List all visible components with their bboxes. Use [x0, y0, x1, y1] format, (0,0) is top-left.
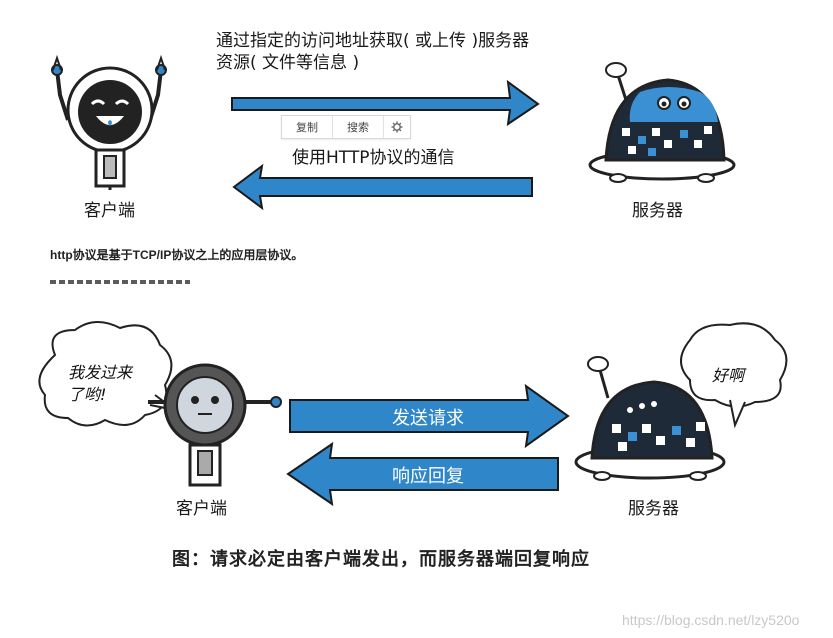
top-client-robot — [51, 54, 167, 190]
top-server-label: 服务器 — [632, 201, 683, 221]
figure-caption: 图：请求必定由客户端发出，而服务器端回复响应 — [172, 549, 590, 570]
client-speech-text: 我发过来 了哟! — [68, 363, 133, 404]
http-note: http协议是基于TCP/IP协议之上的应用层协议。 — [50, 248, 304, 262]
bottom-server-label: 服务器 — [628, 499, 679, 519]
bottom-client-label: 客户端 — [176, 499, 227, 519]
selection-toolbar: 复制 搜索 — [281, 115, 411, 139]
gear-icon — [391, 121, 403, 133]
server-speech-text: 好啊 — [712, 366, 745, 385]
request-description-line2: 资源( 文件等信息 ) — [216, 53, 360, 73]
top-diagram — [51, 54, 736, 211]
response-arrow — [232, 163, 533, 211]
watermark: https://blog.csdn.net/lzy520o — [622, 612, 800, 628]
request-arrow — [231, 79, 540, 127]
response-description: 使用HTTP协议的通信 — [292, 148, 455, 168]
bottom-diagram — [38, 321, 788, 507]
bottom-client-robot — [148, 363, 282, 487]
top-client-label: 客户端 — [84, 201, 135, 221]
send-request-arrow — [289, 383, 570, 449]
reply-response-label: 响应回复 — [392, 466, 464, 487]
send-request-label: 发送请求 — [392, 408, 464, 429]
bottom-server-robot — [574, 356, 726, 481]
reply-response-arrow — [286, 441, 559, 507]
server-speech-bubble — [680, 322, 788, 408]
request-description-line1: 通过指定的访问地址获取( 或上传 )服务器 — [216, 31, 530, 51]
copy-button[interactable]: 复制 — [282, 116, 333, 138]
top-server-robot — [588, 62, 736, 183]
settings-gear-button[interactable] — [384, 116, 410, 138]
clipped-text-fragment — [50, 280, 190, 284]
search-button[interactable]: 搜索 — [333, 116, 384, 138]
